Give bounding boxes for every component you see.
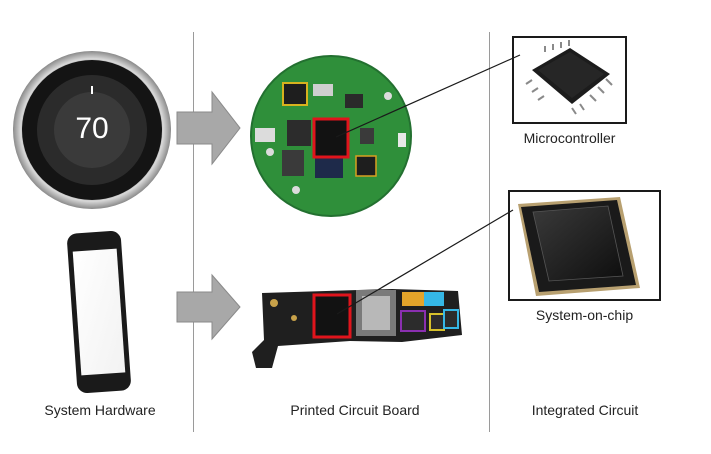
label-printed-circuit-board: Printed Circuit Board <box>290 402 420 418</box>
microcontroller-chip-icon <box>512 36 627 124</box>
label-integrated-circuit: Integrated Circuit <box>531 402 639 418</box>
thermostat-icon <box>13 51 171 209</box>
arrow-right-icon <box>176 90 241 166</box>
phone-pcb-image <box>252 289 462 368</box>
label-system-on-chip: System-on-chip <box>535 307 634 323</box>
round-pcb-image <box>250 55 412 217</box>
divider-left <box>193 32 194 432</box>
label-system-hardware: System Hardware <box>44 402 156 418</box>
thermostat-display: 70 <box>75 112 109 145</box>
connector-line <box>335 54 521 138</box>
label-microcontroller: Microcontroller <box>523 130 616 146</box>
arrow-right-icon <box>176 273 241 341</box>
connector-line <box>336 209 514 315</box>
system-on-chip-icon <box>508 190 661 301</box>
divider-right <box>489 32 490 432</box>
smartphone-icon <box>67 230 131 394</box>
